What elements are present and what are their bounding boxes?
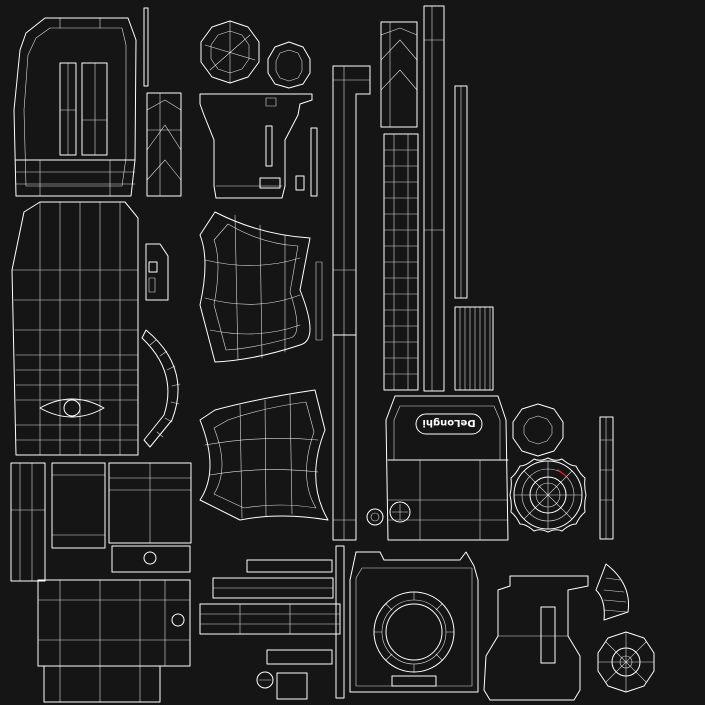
uv-island-thin-bar-bottom — [335, 545, 345, 699]
uv-island-water-tank — [349, 551, 479, 693]
uv-island-rails — [199, 559, 341, 700]
uv-island-warped-panel-upper — [199, 211, 311, 363]
uv-island-grill — [454, 306, 494, 391]
uv-island-bracket — [145, 243, 169, 301]
uv-island-thin-strip — [143, 7, 149, 87]
uv-island-back-frame — [13, 17, 137, 197]
uv-island-spout — [483, 575, 589, 701]
uv-island-decagon-bottom — [597, 631, 655, 693]
uv-island-pin — [310, 127, 318, 197]
uv-island-side-block — [146, 92, 182, 197]
uv-island-bottom-left-blocks — [10, 462, 192, 582]
uv-island-vent-top — [380, 21, 418, 128]
uv-island-knob-small — [366, 508, 384, 526]
uv-island-decagon-small — [267, 41, 311, 89]
uv-island-cup-top — [199, 93, 313, 199]
uv-island-body-large — [11, 201, 139, 456]
uv-island-thin-bar-right — [599, 416, 614, 540]
uv-island-decagon-large — [200, 20, 260, 84]
uv-island-ribbed-strip — [383, 133, 419, 391]
uv-island-warped-panel-lower — [199, 389, 329, 521]
uv-island-long-column — [315, 65, 371, 541]
uv-island-fan-sector — [595, 563, 630, 621]
uv-seam-highlight — [557, 469, 567, 477]
uv-island-base-plate — [37, 579, 191, 703]
uv-island-gear — [509, 457, 587, 533]
uv-island-arc-strip — [141, 329, 181, 448]
brand-label-badge — [415, 413, 483, 435]
uv-island-front-body: DeLonghi — [385, 395, 509, 541]
brand-label-text: DeLonghi — [422, 417, 475, 428]
uv-island-strips-right — [423, 5, 468, 392]
uv-island-decagon-right — [512, 403, 564, 457]
